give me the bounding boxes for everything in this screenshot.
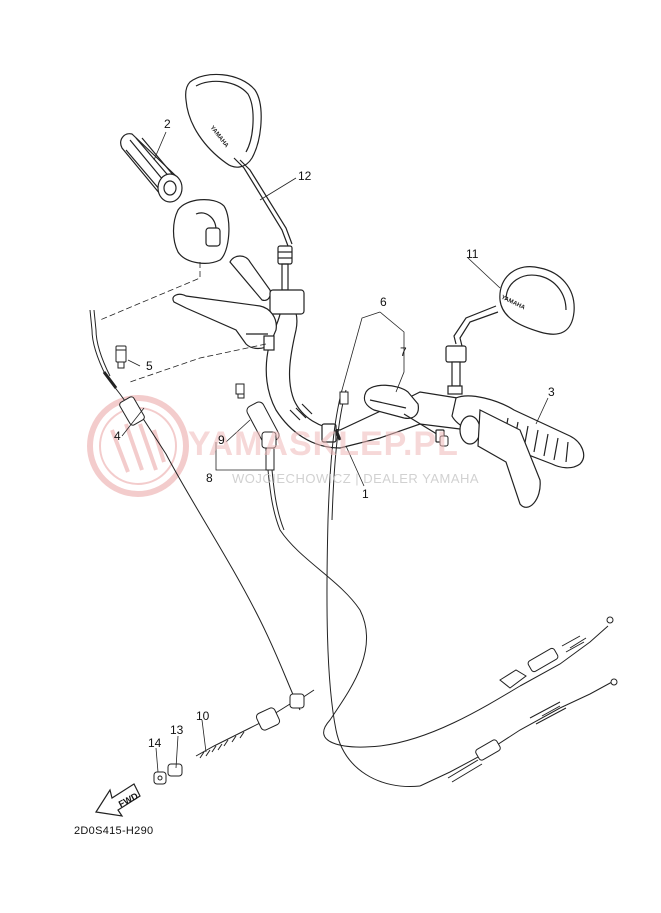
callout-10: 10 bbox=[196, 709, 210, 723]
assembly-lines bbox=[99, 262, 267, 383]
right-lever-housing bbox=[363, 384, 445, 443]
callout-14: 14 bbox=[148, 736, 162, 750]
watermark-subtext: WOJCIECHOWICZ | DEALER YAMAHA bbox=[232, 471, 480, 486]
left-switch-housing bbox=[172, 199, 230, 264]
clutch-lever bbox=[172, 293, 277, 351]
clamp-pieces bbox=[235, 383, 449, 447]
right-mirror bbox=[445, 266, 575, 395]
callout-7: 7 bbox=[400, 345, 407, 359]
cables bbox=[89, 309, 618, 788]
watermark-text: YAMASKLEP.PL bbox=[188, 425, 459, 463]
callout-2: 2 bbox=[164, 117, 171, 131]
callout-4: 4 bbox=[114, 429, 121, 443]
right-grip bbox=[451, 395, 585, 508]
callout-9: 9 bbox=[218, 433, 225, 447]
bolt bbox=[115, 345, 127, 369]
callout-1: 1 bbox=[362, 487, 369, 501]
callout-13: 13 bbox=[170, 723, 184, 737]
callout-3: 3 bbox=[548, 385, 555, 399]
diagram-code: 2D0S415-H290 bbox=[74, 825, 154, 837]
callout-8: 8 bbox=[206, 471, 213, 485]
callout-12: 12 bbox=[298, 169, 312, 183]
left-grip bbox=[120, 133, 183, 203]
callout-6: 6 bbox=[380, 295, 387, 309]
fwd-arrow-icon bbox=[95, 783, 141, 817]
callout-5: 5 bbox=[146, 359, 153, 373]
callout-11: 11 bbox=[466, 247, 479, 261]
leader-lines bbox=[121, 131, 549, 773]
